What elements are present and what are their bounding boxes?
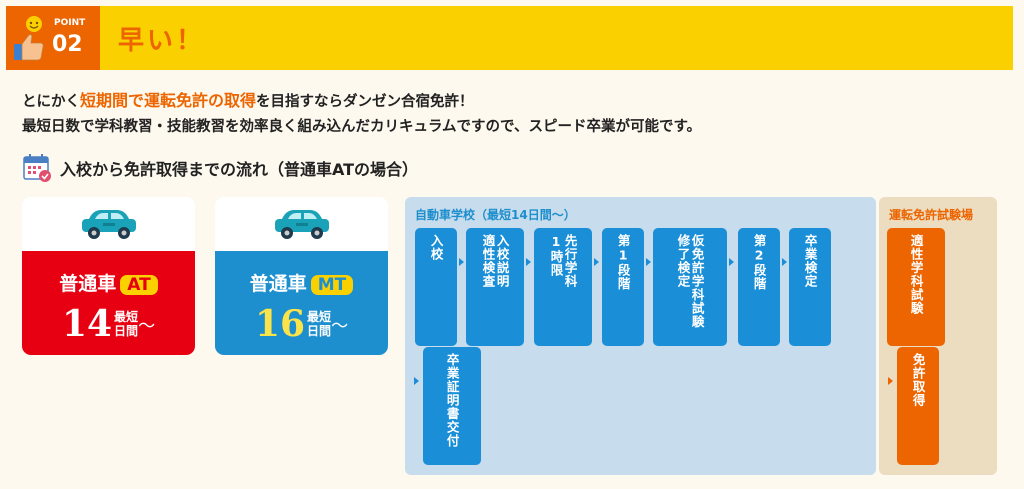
arrow-icon — [888, 377, 893, 385]
calendar-icon — [23, 154, 51, 182]
card-name: 普通車 — [59, 273, 117, 295]
section-header: POINT 02 早い！ — [6, 6, 1013, 70]
intro-text: とにかく短期間で運転免許の取得を目指すならダンゼン合宿免許！ 最短日数で学科教習… — [22, 88, 701, 140]
arrow-icon — [594, 258, 599, 266]
arrow-icon — [459, 258, 464, 266]
arrow-icon — [414, 377, 419, 385]
point-badge: POINT 02 — [6, 6, 100, 70]
flow-step: 卒業証明書交付 — [423, 347, 481, 465]
flow-step: 免許取得 — [897, 347, 939, 465]
point-number: 02 — [52, 32, 83, 57]
arrow-icon — [526, 258, 531, 266]
min-days: 16 — [254, 303, 306, 345]
flow-step: 先行学科 1時限 — [534, 228, 592, 346]
flow-step: 卒業検定 — [789, 228, 831, 346]
exam-title: 運転免許試験場 — [889, 208, 974, 222]
point-label: POINT — [54, 18, 86, 28]
flow-step: 第2段階 — [738, 228, 780, 346]
intro-highlight: 短期間で運転免許の取得 — [80, 91, 257, 110]
flow-step: 入校 — [415, 228, 457, 346]
car-icon — [274, 210, 329, 239]
school-title: 自動車学校（最短14日間〜） — [415, 208, 576, 222]
flow-step: 仮免許学科試験 修了検定 — [653, 228, 727, 346]
flow-title: 入校から免許取得までの流れ（普通車ATの場合） — [60, 160, 419, 179]
flow-heading: 入校から免許取得までの流れ（普通車ATの場合） — [22, 152, 418, 184]
car-icon — [81, 210, 136, 239]
arrow-icon — [729, 258, 734, 266]
arrow-icon — [782, 258, 787, 266]
card-name: 普通車 — [249, 273, 307, 295]
transmission-badge: AT — [120, 275, 158, 295]
flow-step: 適性学科試験 — [887, 228, 945, 346]
intro-line-1: とにかく短期間で運転免許の取得を目指すならダンゼン合宿免許！ — [22, 91, 474, 110]
intro-line-2: 最短日数で学科教習・技能教習を効率良く組み込んだカリキュラムですので、スピード卒… — [22, 119, 702, 135]
transmission-badge: MT — [310, 275, 354, 295]
flow-step: 入校説明 適性検査 — [466, 228, 524, 346]
page-title: 早い！ — [118, 26, 206, 56]
min-days: 14 — [61, 303, 113, 345]
thumbs-up-icon — [14, 16, 44, 61]
arrow-icon — [646, 258, 651, 266]
flow-step: 第1段階 — [602, 228, 644, 346]
